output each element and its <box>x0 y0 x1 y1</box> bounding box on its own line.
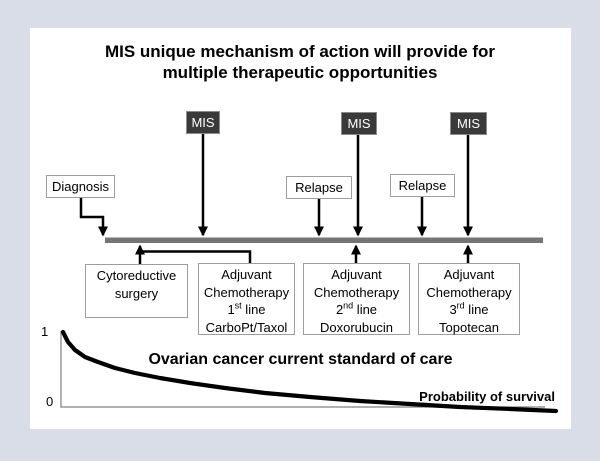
chemo1-line1: Adjuvant <box>221 267 272 282</box>
title-line1: MIS unique mechanism of action will prov… <box>104 42 496 61</box>
diagnosis-box: Diagnosis <box>46 175 115 198</box>
mis-marker-3: MIS <box>450 112 487 135</box>
chemo2-line2: Chemotherapy <box>313 284 400 300</box>
chemo3-line2: Chemotherapy <box>426 284 512 300</box>
mis-marker-2: MIS <box>341 112 377 135</box>
chemo1-drug: CarboPt/Taxol <box>205 319 288 335</box>
survival-caption: Ovarian cancer current standard of care <box>148 351 453 368</box>
diagnosis-label: Diagnosis <box>51 179 110 194</box>
treatment-box-chemo1: Adjuvant Chemotherapy 1st line CarboPt/T… <box>198 263 295 335</box>
title-line2: multiple therapeutic opportunities <box>162 63 438 82</box>
chemo3-line1: Adjuvant <box>443 267 495 282</box>
y-axis-tick-0: 0 <box>46 394 54 409</box>
chemo2-drug: Doxorubucin <box>320 319 393 335</box>
surgery-line2: surgery <box>114 285 159 301</box>
chemo3-line3: 3rd line <box>449 300 489 317</box>
probability-of-survival-label: Probability of survival <box>419 389 555 404</box>
mis-marker-3-label: MIS <box>456 116 481 131</box>
mis-marker-1-label: MIS <box>191 115 215 130</box>
mis-marker-2-label: MIS <box>347 116 371 131</box>
chemo1-line2: Chemotherapy <box>203 284 290 300</box>
slide-title: MIS unique mechanism of action will prov… <box>60 41 540 83</box>
chemo2-line3: 2nd line <box>335 300 378 317</box>
chemo3-drug: Topotecan <box>439 319 499 335</box>
chemo1-line3: 1st line <box>227 300 266 317</box>
chemo2-line1: Adjuvant <box>331 267 382 282</box>
relapse-label-2: Relapse <box>398 178 447 193</box>
relapse-box-1: Relapse <box>286 176 352 199</box>
surgery-line1: Cytoreductive <box>96 268 177 283</box>
mis-marker-1: MIS <box>186 111 220 134</box>
treatment-box-surgery: Cytoreductive surgery <box>85 264 188 318</box>
treatment-box-chemo3: Adjuvant Chemotherapy 3rd line Topotecan <box>418 263 520 335</box>
relapse-label-1: Relapse <box>295 180 343 195</box>
relapse-box-2: Relapse <box>390 174 455 197</box>
y-axis-tick-1: 1 <box>41 324 49 339</box>
treatment-box-chemo2: Adjuvant Chemotherapy 2nd line Doxorubuc… <box>303 263 410 335</box>
